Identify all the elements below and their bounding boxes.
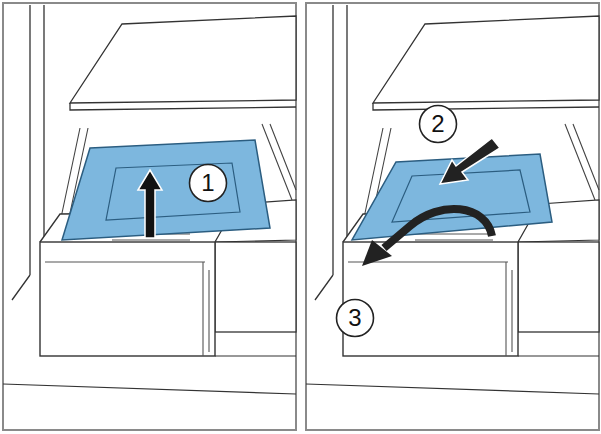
callout-number: 3 — [348, 306, 361, 330]
callout-ring — [337, 300, 374, 337]
tilt-arrow — [384, 209, 492, 248]
callout-number: 1 — [201, 171, 214, 195]
callout-number: 2 — [431, 112, 444, 136]
callout-ring — [190, 165, 227, 202]
callout-circle: 2 — [418, 104, 458, 144]
tilt-arrow-head — [362, 240, 392, 266]
left-panel — [3, 3, 296, 430]
cover-panel — [106, 163, 240, 220]
push-arrow — [440, 138, 500, 184]
right-panel — [306, 3, 599, 430]
callout-circle: 1 — [188, 163, 228, 203]
lift-arrow — [138, 170, 162, 238]
drawer-cover — [62, 140, 270, 240]
callout-circle: 3 — [335, 298, 375, 338]
callout-ring — [420, 106, 457, 143]
